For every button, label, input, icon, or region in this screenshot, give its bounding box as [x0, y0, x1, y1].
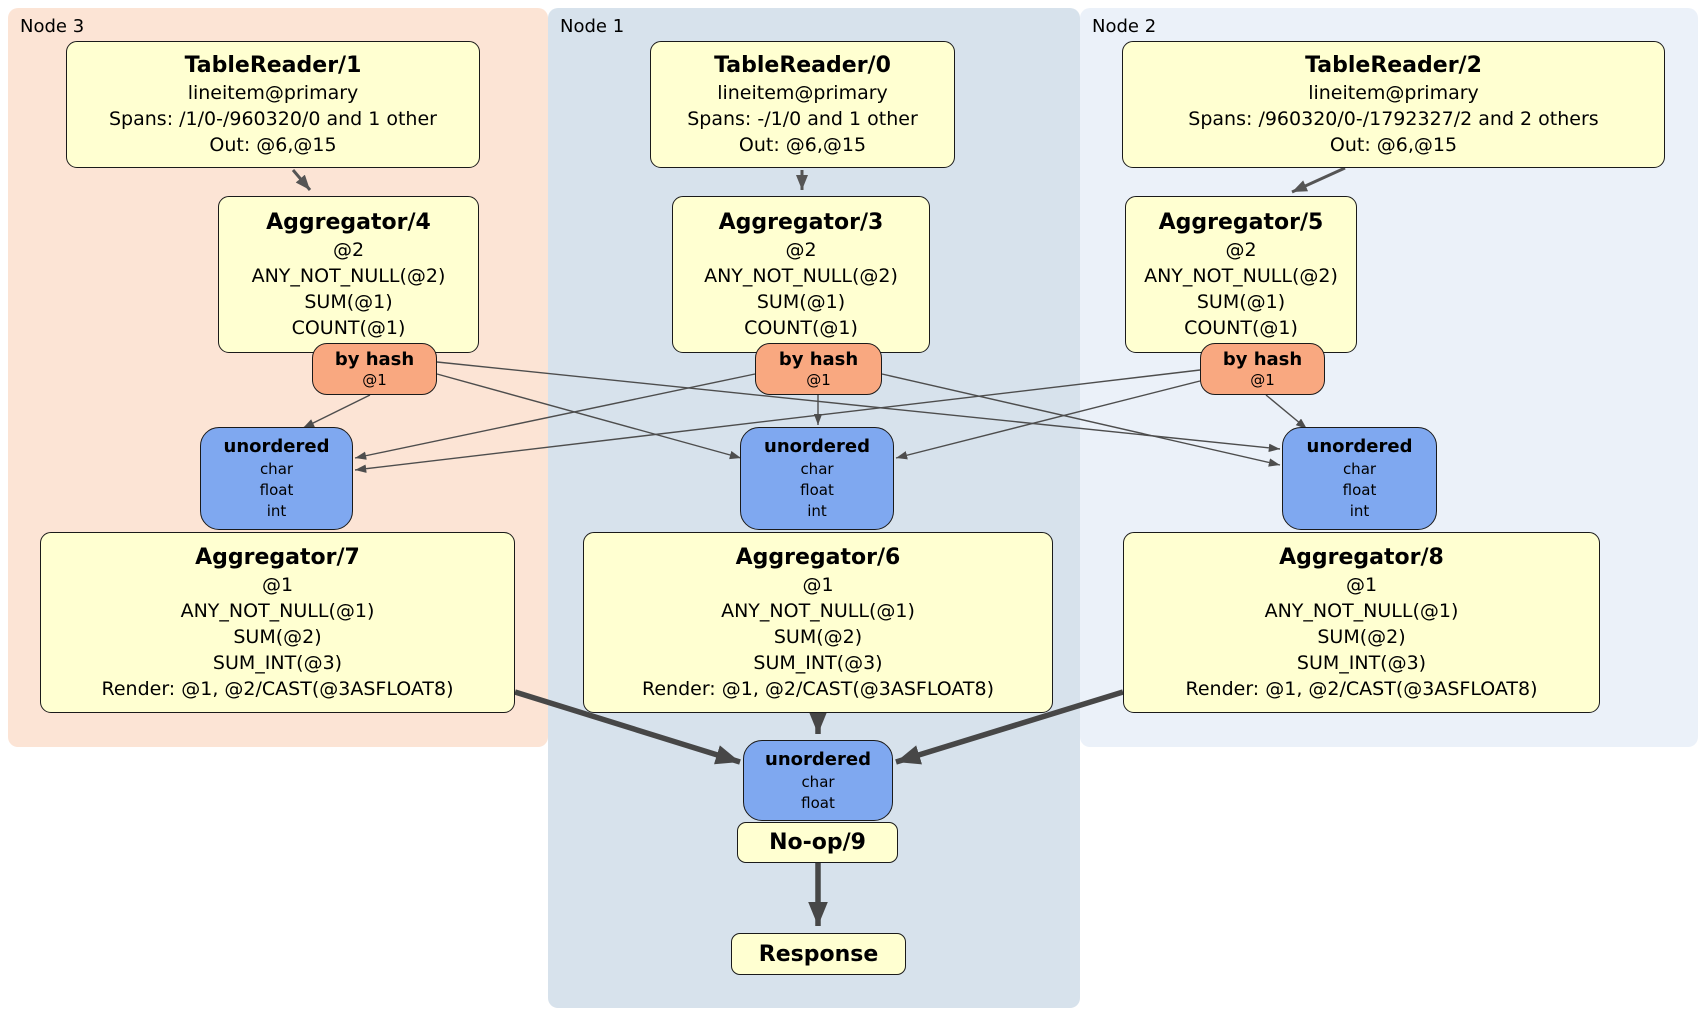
processor-title: Aggregator/5	[1158, 210, 1324, 235]
processor-index: lineitem@primary	[1308, 82, 1479, 104]
unordered-sync-final: unordered char float	[743, 740, 893, 821]
processor-aggregator-8: Aggregator/8 @1 ANY_NOT_NULL(@1) SUM(@2)…	[1123, 532, 1600, 713]
processor-out: Out: @6,@15	[738, 134, 867, 156]
router-label: by hash	[1222, 348, 1303, 370]
aggregator-func: SUM(@1)	[1196, 291, 1286, 313]
aggregator-group-key: @2	[785, 239, 817, 261]
router-columns: @1	[362, 370, 387, 389]
router-to-sync-edges	[302, 361, 1308, 473]
processor-index: lineitem@primary	[717, 82, 888, 104]
aggregator-func: COUNT(@1)	[744, 317, 858, 339]
processor-tablereader-2: TableReader/2 lineitem@primary Spans: /9…	[1122, 41, 1665, 168]
aggregator-func: SUM_INT(@3)	[753, 652, 883, 674]
hash-router-node2: by hash @1	[1200, 343, 1325, 395]
response-label: Response	[758, 941, 879, 967]
processor-aggregator-5: Aggregator/5 @2 ANY_NOT_NULL(@2) SUM(@1)…	[1125, 196, 1357, 353]
aggregator-func: COUNT(@1)	[291, 317, 406, 339]
sync-label: unordered	[765, 748, 871, 770]
aggregator-func: SUM(@1)	[304, 291, 393, 313]
processor-index: lineitem@primary	[187, 82, 359, 104]
sync-type: int	[266, 502, 287, 520]
processor-title: TableReader/2	[1305, 53, 1482, 78]
processor-aggregator-6: Aggregator/6 @1 ANY_NOT_NULL(@1) SUM(@2)…	[583, 532, 1053, 713]
router-columns: @1	[1250, 370, 1275, 389]
sync-type: int	[1349, 502, 1370, 520]
sync-type: char	[801, 772, 835, 791]
sync-type: char	[1342, 460, 1377, 478]
processor-title: Aggregator/6	[735, 545, 901, 570]
aggregator-func: SUM_INT(@3)	[1296, 652, 1427, 674]
sync-label: unordered	[223, 436, 330, 457]
router-label: by hash	[778, 348, 859, 370]
aggregator-group-key: @1	[802, 574, 834, 596]
processor-spans: Spans: /960320/0-/1792327/2 and 2 others	[1188, 108, 1599, 130]
aggregator-group-key: @2	[1225, 239, 1257, 261]
aggregator-func: ANY_NOT_NULL(@1)	[721, 600, 915, 622]
aggregator-func: SUM(@1)	[756, 291, 846, 313]
processor-aggregator-7: Aggregator/7 @1 ANY_NOT_NULL(@1) SUM(@2)…	[40, 532, 515, 713]
aggregator-func: ANY_NOT_NULL(@2)	[1144, 265, 1338, 287]
sync-type: float	[800, 481, 834, 499]
processor-tablereader-1: TableReader/1 lineitem@primary Spans: /1…	[66, 41, 480, 168]
processor-tablereader-0: TableReader/0 lineitem@primary Spans: -/…	[650, 41, 955, 168]
response-box: Response	[731, 933, 906, 975]
aggregator-group-key: @1	[1345, 574, 1378, 596]
processor-title: Aggregator/8	[1279, 545, 1444, 570]
processor-noop-9: No-op/9	[737, 822, 898, 863]
processor-aggregator-4: Aggregator/4 @2 ANY_NOT_NULL(@2) SUM(@1)…	[218, 196, 479, 353]
processor-title: No-op/9	[769, 830, 866, 855]
aggregator-func: SUM_INT(@3)	[212, 652, 343, 674]
aggregator-render: Render: @1, @2/CAST(@3ASFLOAT8)	[101, 678, 454, 700]
sync-type: float	[259, 481, 294, 499]
processor-title: Aggregator/7	[195, 545, 360, 570]
sync-type: float	[801, 793, 835, 812]
router-label: by hash	[334, 348, 415, 370]
sync-label: unordered	[764, 436, 870, 457]
sync-type: char	[259, 460, 294, 478]
router-columns: @1	[806, 370, 831, 389]
aggregator-func: ANY_NOT_NULL(@1)	[180, 600, 375, 622]
aggregator-to-final-sync-arrows	[514, 689, 1124, 926]
aggregator-func: ANY_NOT_NULL(@2)	[251, 265, 446, 287]
unordered-sync-node2: unordered char float int	[1282, 427, 1437, 530]
aggregator-render: Render: @1, @2/CAST(@3ASFLOAT8)	[1185, 678, 1538, 700]
node-group-node1-label: Node 1	[560, 16, 625, 37]
sync-type: int	[807, 502, 827, 520]
processor-out: Out: @6,@15	[209, 134, 337, 156]
sync-label: unordered	[1306, 436, 1413, 457]
aggregator-group-key: @1	[261, 574, 294, 596]
sync-type: float	[1342, 481, 1377, 499]
aggregator-func: SUM(@2)	[233, 626, 322, 648]
processor-spans: Spans: -/1/0 and 1 other	[687, 108, 918, 130]
node-group-node3-label: Node 3	[20, 16, 85, 37]
unordered-sync-node3: unordered char float int	[200, 427, 353, 530]
aggregator-func: ANY_NOT_NULL(@2)	[704, 265, 898, 287]
processor-aggregator-3: Aggregator/3 @2 ANY_NOT_NULL(@2) SUM(@1)…	[672, 196, 930, 353]
hash-router-node1: by hash @1	[755, 343, 882, 395]
aggregator-render: Render: @1, @2/CAST(@3ASFLOAT8)	[642, 678, 994, 700]
processor-title: TableReader/0	[714, 53, 891, 78]
processor-spans: Spans: /1/0-/960320/0 and 1 other	[109, 108, 437, 130]
node-group-node2-label: Node 2	[1092, 16, 1157, 37]
hash-router-node3: by hash @1	[312, 343, 437, 395]
aggregator-func: SUM(@2)	[773, 626, 863, 648]
processor-title: Aggregator/3	[718, 210, 884, 235]
tablereader-to-aggregator-arrows	[291, 166, 1346, 194]
processor-title: TableReader/1	[184, 53, 362, 78]
sync-type: char	[800, 460, 834, 478]
processor-title: Aggregator/4	[266, 210, 431, 235]
aggregator-group-key: @2	[332, 239, 365, 261]
processor-out: Out: @6,@15	[1329, 134, 1458, 156]
aggregator-func: ANY_NOT_NULL(@1)	[1264, 600, 1459, 622]
unordered-sync-node1: unordered char float int	[740, 427, 894, 530]
aggregator-func: SUM(@2)	[1317, 626, 1406, 648]
aggregator-func: COUNT(@1)	[1184, 317, 1298, 339]
